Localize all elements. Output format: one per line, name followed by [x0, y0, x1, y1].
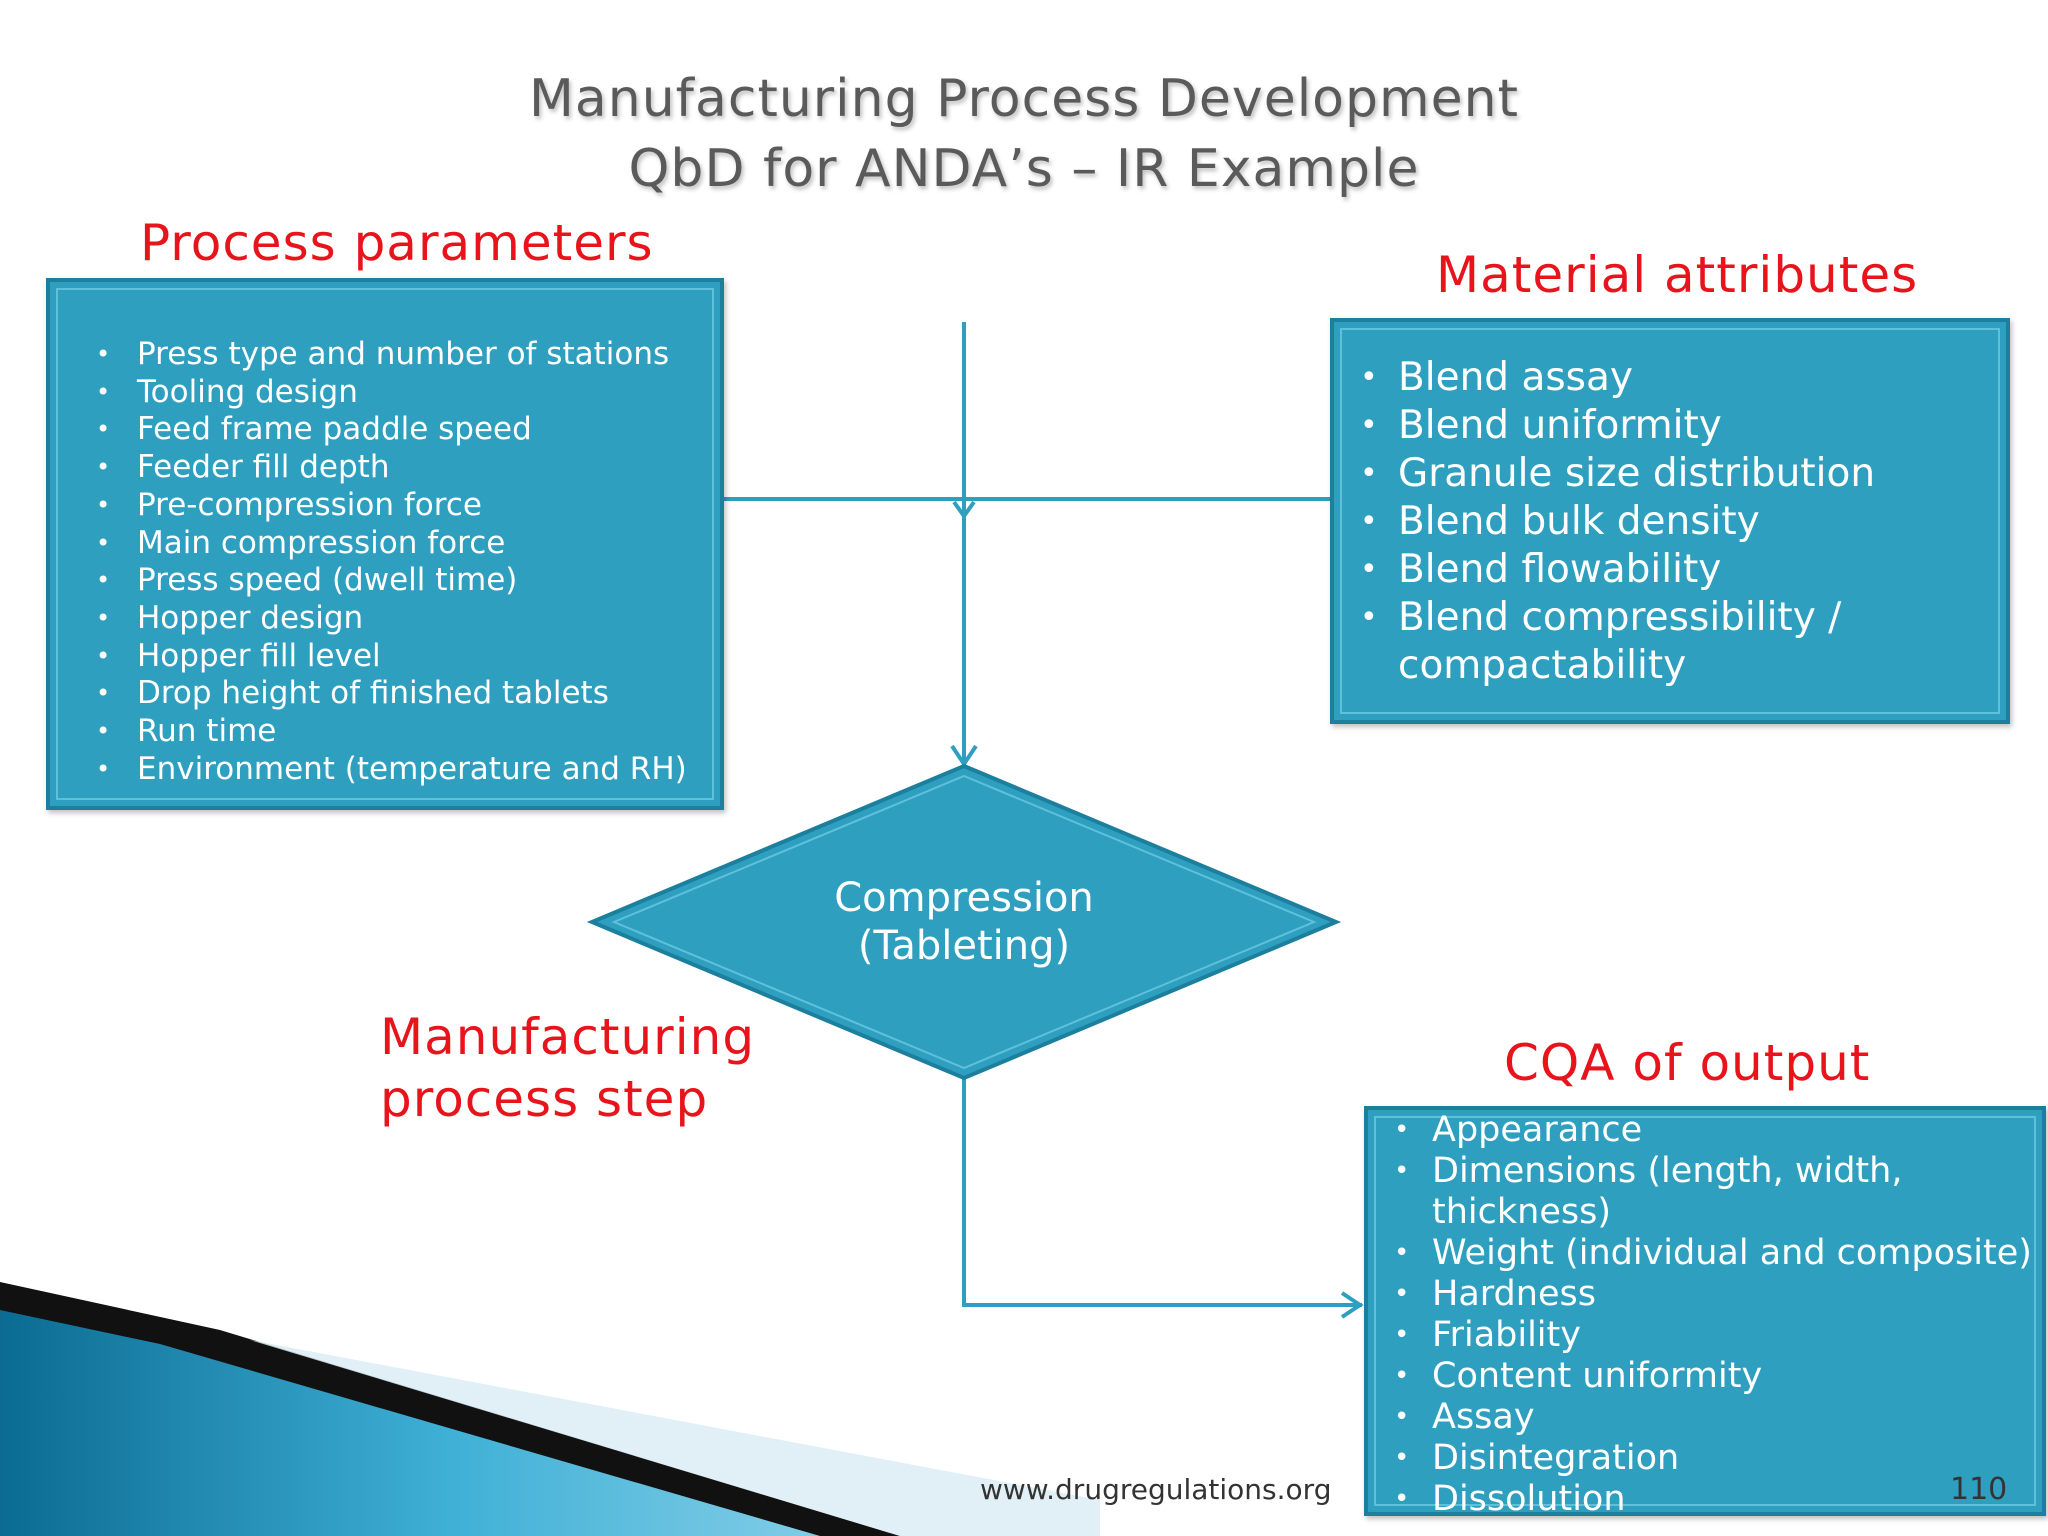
bullet-icon: •	[96, 377, 111, 406]
list-item: •Press speed (dwell time)	[96, 562, 518, 599]
bullet-icon: •	[1394, 1402, 1410, 1432]
bullet-icon: •	[1394, 1320, 1410, 1350]
process-step-label-line2: (Tableting)	[857, 923, 1071, 969]
label-cqa-output: CQA of output	[1504, 1034, 1871, 1092]
process-parameters-list: •Press type and number of stations •Tool…	[74, 336, 687, 788]
swoosh-light-band	[250, 1340, 1100, 1536]
process-step-label-line1: Compression	[834, 875, 1094, 921]
bullet-icon: •	[1394, 1443, 1410, 1473]
list-item: •Press type and number of stations	[96, 336, 670, 372]
bullet-icon: •	[1360, 456, 1378, 491]
list-item-continuation: thickness)	[1432, 1192, 1611, 1232]
list-item: •Hopper design	[96, 599, 364, 636]
bullet-icon: •	[1360, 408, 1378, 443]
label-manufacturing-step-line1: Manufacturing	[380, 1008, 756, 1066]
material-attributes-list: •Blend assay •Blend uniformity •Granule …	[1334, 354, 1875, 690]
list-item: •Run time	[96, 713, 277, 750]
footer-page-number: 110	[1950, 1472, 2008, 1507]
bullet-icon: •	[96, 453, 111, 482]
bullet-icon: •	[1394, 1484, 1410, 1514]
slide-title-line1: Manufacturing Process Development	[529, 69, 1519, 129]
bullet-icon: •	[1394, 1279, 1410, 1309]
bullet-icon: •	[96, 566, 111, 595]
connector-arrowhead-right	[1340, 1291, 1364, 1319]
bullet-icon: •	[1394, 1156, 1410, 1186]
list-item: •Main compression force	[96, 524, 506, 561]
list-item: •Content uniformity	[1394, 1356, 1763, 1396]
list-item: •Blend assay	[1360, 355, 1633, 400]
swoosh-black-band	[0, 1282, 900, 1536]
bullet-icon: •	[96, 603, 111, 632]
bullet-icon: •	[96, 717, 111, 746]
list-item: •Weight (individual and composite)	[1394, 1233, 2032, 1273]
list-item: •Dissolution	[1394, 1479, 1626, 1519]
list-item: •Hopper fill level	[96, 637, 381, 674]
list-item: •Friability	[1394, 1315, 1581, 1355]
bullet-icon: •	[1394, 1361, 1410, 1391]
bullet-icon: •	[96, 754, 111, 783]
cqa-output-list: •Appearance •Dimensions (length, width, …	[1368, 1110, 2032, 1520]
list-item: •Assay	[1394, 1397, 1535, 1437]
list-item: •Blend bulk density	[1360, 499, 1760, 544]
label-material-attributes: Material attributes	[1436, 246, 1919, 304]
bullet-icon: •	[1360, 600, 1378, 635]
list-item: •Granule size distribution	[1360, 451, 1876, 496]
list-item: •Blend flowability	[1360, 547, 1722, 592]
list-item-continuation: compactability	[1398, 643, 1687, 688]
label-manufacturing-step-line2: process step	[380, 1070, 709, 1128]
footer-website: www.drugregulations.org	[980, 1473, 1332, 1506]
list-item: •Appearance	[1394, 1110, 1643, 1150]
list-item: •Hardness	[1394, 1274, 1596, 1314]
bullet-icon: •	[1360, 504, 1378, 539]
process-step-diamond-inner	[611, 774, 1317, 1070]
bullet-icon: •	[96, 340, 111, 368]
bullet-icon: •	[96, 528, 111, 557]
slide-title-line2: QbD for ANDA’s – IR Example	[628, 139, 1420, 199]
list-item: •Tooling design	[96, 373, 358, 410]
bullet-icon: •	[96, 679, 111, 708]
list-item: •Blend compressibility /	[1360, 595, 1842, 640]
list-item: •Feed frame paddle speed	[96, 411, 532, 448]
list-item: •Drop height of finished tablets	[96, 675, 609, 712]
connector-junction-arrow	[952, 500, 976, 520]
bullet-icon: •	[1394, 1115, 1410, 1145]
material-attributes-box: •Blend assay •Blend uniformity •Granule …	[1330, 318, 2010, 724]
bullet-icon: •	[1360, 552, 1378, 587]
list-item: •Environment (temperature and RH)	[96, 750, 687, 787]
list-item: •Dimensions (length, width,	[1394, 1151, 1903, 1191]
bullet-icon: •	[1394, 1238, 1410, 1268]
bullet-icon: •	[96, 641, 111, 670]
list-item: •Feeder fill depth	[96, 449, 390, 486]
process-parameters-box: •Press type and number of stations •Tool…	[46, 278, 724, 810]
cqa-output-box: •Appearance •Dimensions (length, width, …	[1364, 1106, 2046, 1519]
connector-output	[962, 1078, 1362, 1307]
list-item: •Blend uniformity	[1360, 403, 1722, 448]
bullet-icon: •	[96, 415, 111, 444]
bullet-icon: •	[1360, 360, 1378, 395]
bullet-icon: •	[96, 490, 111, 519]
list-item: •Disintegration	[1394, 1438, 1680, 1478]
label-process-parameters: Process parameters	[140, 214, 654, 272]
list-item: •Pre-compression force	[96, 486, 482, 523]
process-step-diamond	[586, 763, 1342, 1081]
